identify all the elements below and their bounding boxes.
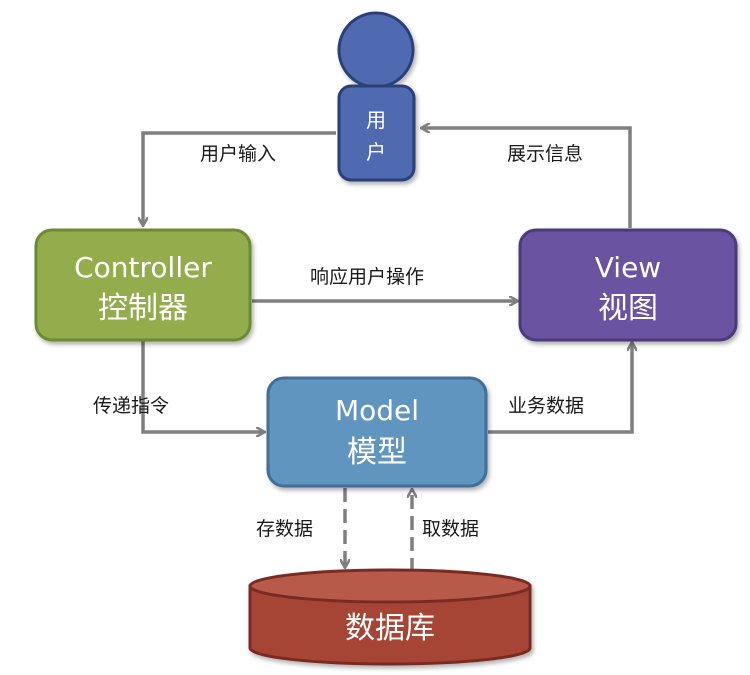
- database-label: 数据库: [345, 611, 435, 646]
- label-pass-command: 传递指令: [93, 395, 169, 417]
- user-head-icon: [337, 11, 415, 89]
- label-show-info: 展示信息: [507, 143, 583, 165]
- controller-node: [34, 228, 252, 342]
- database-cylinder-body: [248, 584, 532, 666]
- view-node: [518, 228, 738, 342]
- database-node: [248, 568, 532, 666]
- model-subtitle: 模型: [347, 435, 407, 470]
- label-fetch-data: 取数据: [422, 518, 479, 540]
- label-respond-action: 响应用户操作: [310, 266, 424, 288]
- user-label-line1: 用: [366, 108, 386, 132]
- user-label-line2: 户: [366, 140, 386, 164]
- view-title: View: [595, 251, 661, 284]
- connectors: [143, 128, 632, 572]
- edge-model-to-view: [488, 343, 632, 434]
- edge-user-to-controller: [143, 131, 336, 225]
- edge-controller-to-model: [141, 340, 264, 432]
- user-node: [337, 11, 416, 182]
- label-user-input: 用户输入: [200, 143, 276, 165]
- user-body: [337, 84, 416, 182]
- controller-title: Controller: [74, 251, 212, 284]
- controller-subtitle: 控制器: [98, 291, 188, 326]
- model-node: [266, 376, 488, 488]
- view-subtitle: 视图: [598, 291, 658, 326]
- label-business-data: 业务数据: [508, 395, 584, 417]
- model-title: Model: [335, 394, 419, 427]
- edge-view-to-user: [422, 128, 632, 228]
- label-store-data: 存数据: [256, 518, 313, 540]
- database-cylinder-top: [248, 568, 532, 604]
